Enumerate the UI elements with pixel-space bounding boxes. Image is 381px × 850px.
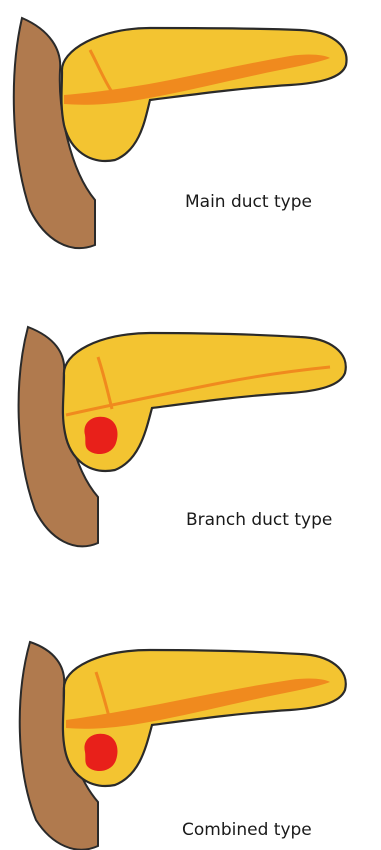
caption-combined: Combined type <box>182 820 312 840</box>
panel-combined: Combined type <box>0 620 381 850</box>
panel-branch-duct: Branch duct type <box>0 305 381 575</box>
caption-main-duct: Main duct type <box>185 192 312 212</box>
caption-branch-duct: Branch duct type <box>186 510 332 530</box>
panel-main-duct: Main duct type <box>0 0 381 280</box>
pancreas-illustration-main-duct <box>0 0 381 280</box>
pancreas-illustration-branch-duct <box>0 305 381 575</box>
pancreas-illustration-combined <box>0 620 381 850</box>
branch-cyst <box>84 417 117 454</box>
branch-cyst <box>84 734 117 771</box>
